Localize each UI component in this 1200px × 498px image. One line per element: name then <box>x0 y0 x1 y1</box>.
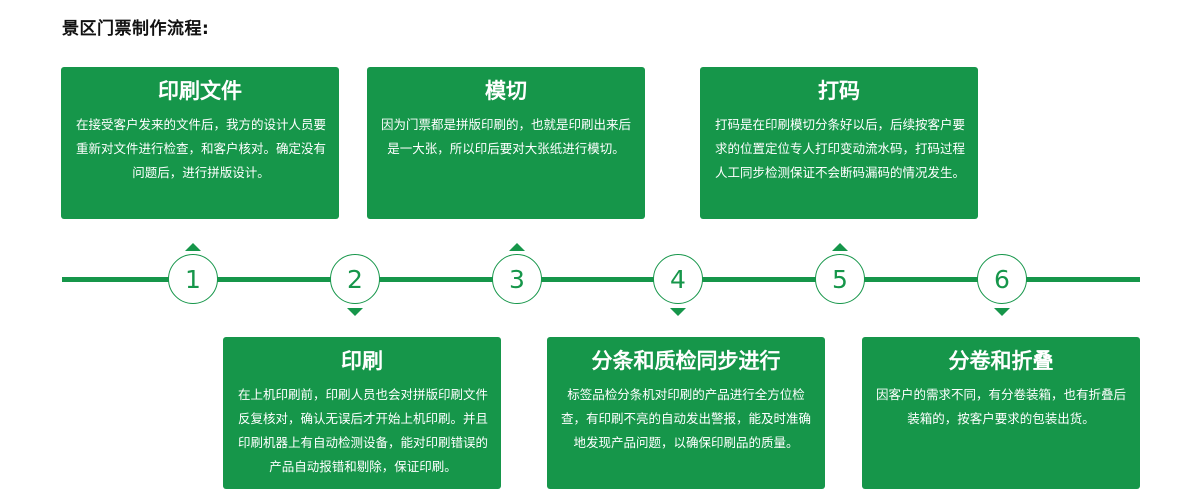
arrow-down-icon <box>994 308 1010 316</box>
step-description: 在接受客户发来的文件后，我方的设计人员要重新对文件进行检查，和客户核对。确定没有… <box>75 117 326 180</box>
arrow-up-icon <box>509 243 525 251</box>
step-node-3: 3 <box>492 254 542 304</box>
step-title: 打码 <box>818 79 860 103</box>
step-card-6: 分卷和折叠 因客户的需求不同，有分卷装箱，也有折叠后装箱的，按客户要求的包装出货… <box>862 337 1140 489</box>
step-description: 打码是在印刷模切分条好以后，后续按客户要求的位置定位专人打印变动流水码，打码过程… <box>714 117 965 180</box>
step-node-6: 6 <box>977 254 1027 304</box>
step-title: 印刷 <box>341 349 383 373</box>
step-card-4: 分条和质检同步进行 标签品检分条机对印刷的产品进行全方位检查，有印刷不亮的自动发… <box>547 337 825 489</box>
arrow-up-icon <box>185 243 201 251</box>
timeline-line <box>62 277 1140 282</box>
step-description: 因客户的需求不同，有分卷装箱，也有折叠后装箱的，按客户要求的包装出货。 <box>875 387 1126 426</box>
step-description: 在上机印刷前，印刷人员也会对拼版印刷文件反复核对，确认无误后才开始上机印刷。并且… <box>237 387 488 474</box>
step-node-5: 5 <box>815 254 865 304</box>
step-node-4: 4 <box>653 254 703 304</box>
step-description: 标签品检分条机对印刷的产品进行全方位检查，有印刷不亮的自动发出警报，能及时准确地… <box>560 387 811 450</box>
step-title: 模切 <box>485 79 527 103</box>
step-card-3: 模切 因为门票都是拼版印刷的，也就是印刷出来后是一大张，所以印后要对大张纸进行模… <box>367 67 645 219</box>
step-node-2: 2 <box>330 254 380 304</box>
page-title: 景区门票制作流程: <box>62 19 210 39</box>
step-description: 因为门票都是拼版印刷的，也就是印刷出来后是一大张，所以印后要对大张纸进行模切。 <box>380 117 631 156</box>
step-title: 印刷文件 <box>158 79 242 103</box>
step-title: 分条和质检同步进行 <box>591 349 781 373</box>
step-card-1: 印刷文件 在接受客户发来的文件后，我方的设计人员要重新对文件进行检查，和客户核对… <box>61 67 339 219</box>
step-node-1: 1 <box>168 254 218 304</box>
arrow-down-icon <box>347 308 363 316</box>
step-card-2: 印刷 在上机印刷前，印刷人员也会对拼版印刷文件反复核对，确认无误后才开始上机印刷… <box>223 337 501 489</box>
step-title: 分卷和折叠 <box>948 349 1054 373</box>
arrow-down-icon <box>670 308 686 316</box>
step-card-5: 打码 打码是在印刷模切分条好以后，后续按客户要求的位置定位专人打印变动流水码，打… <box>700 67 978 219</box>
arrow-up-icon <box>832 243 848 251</box>
